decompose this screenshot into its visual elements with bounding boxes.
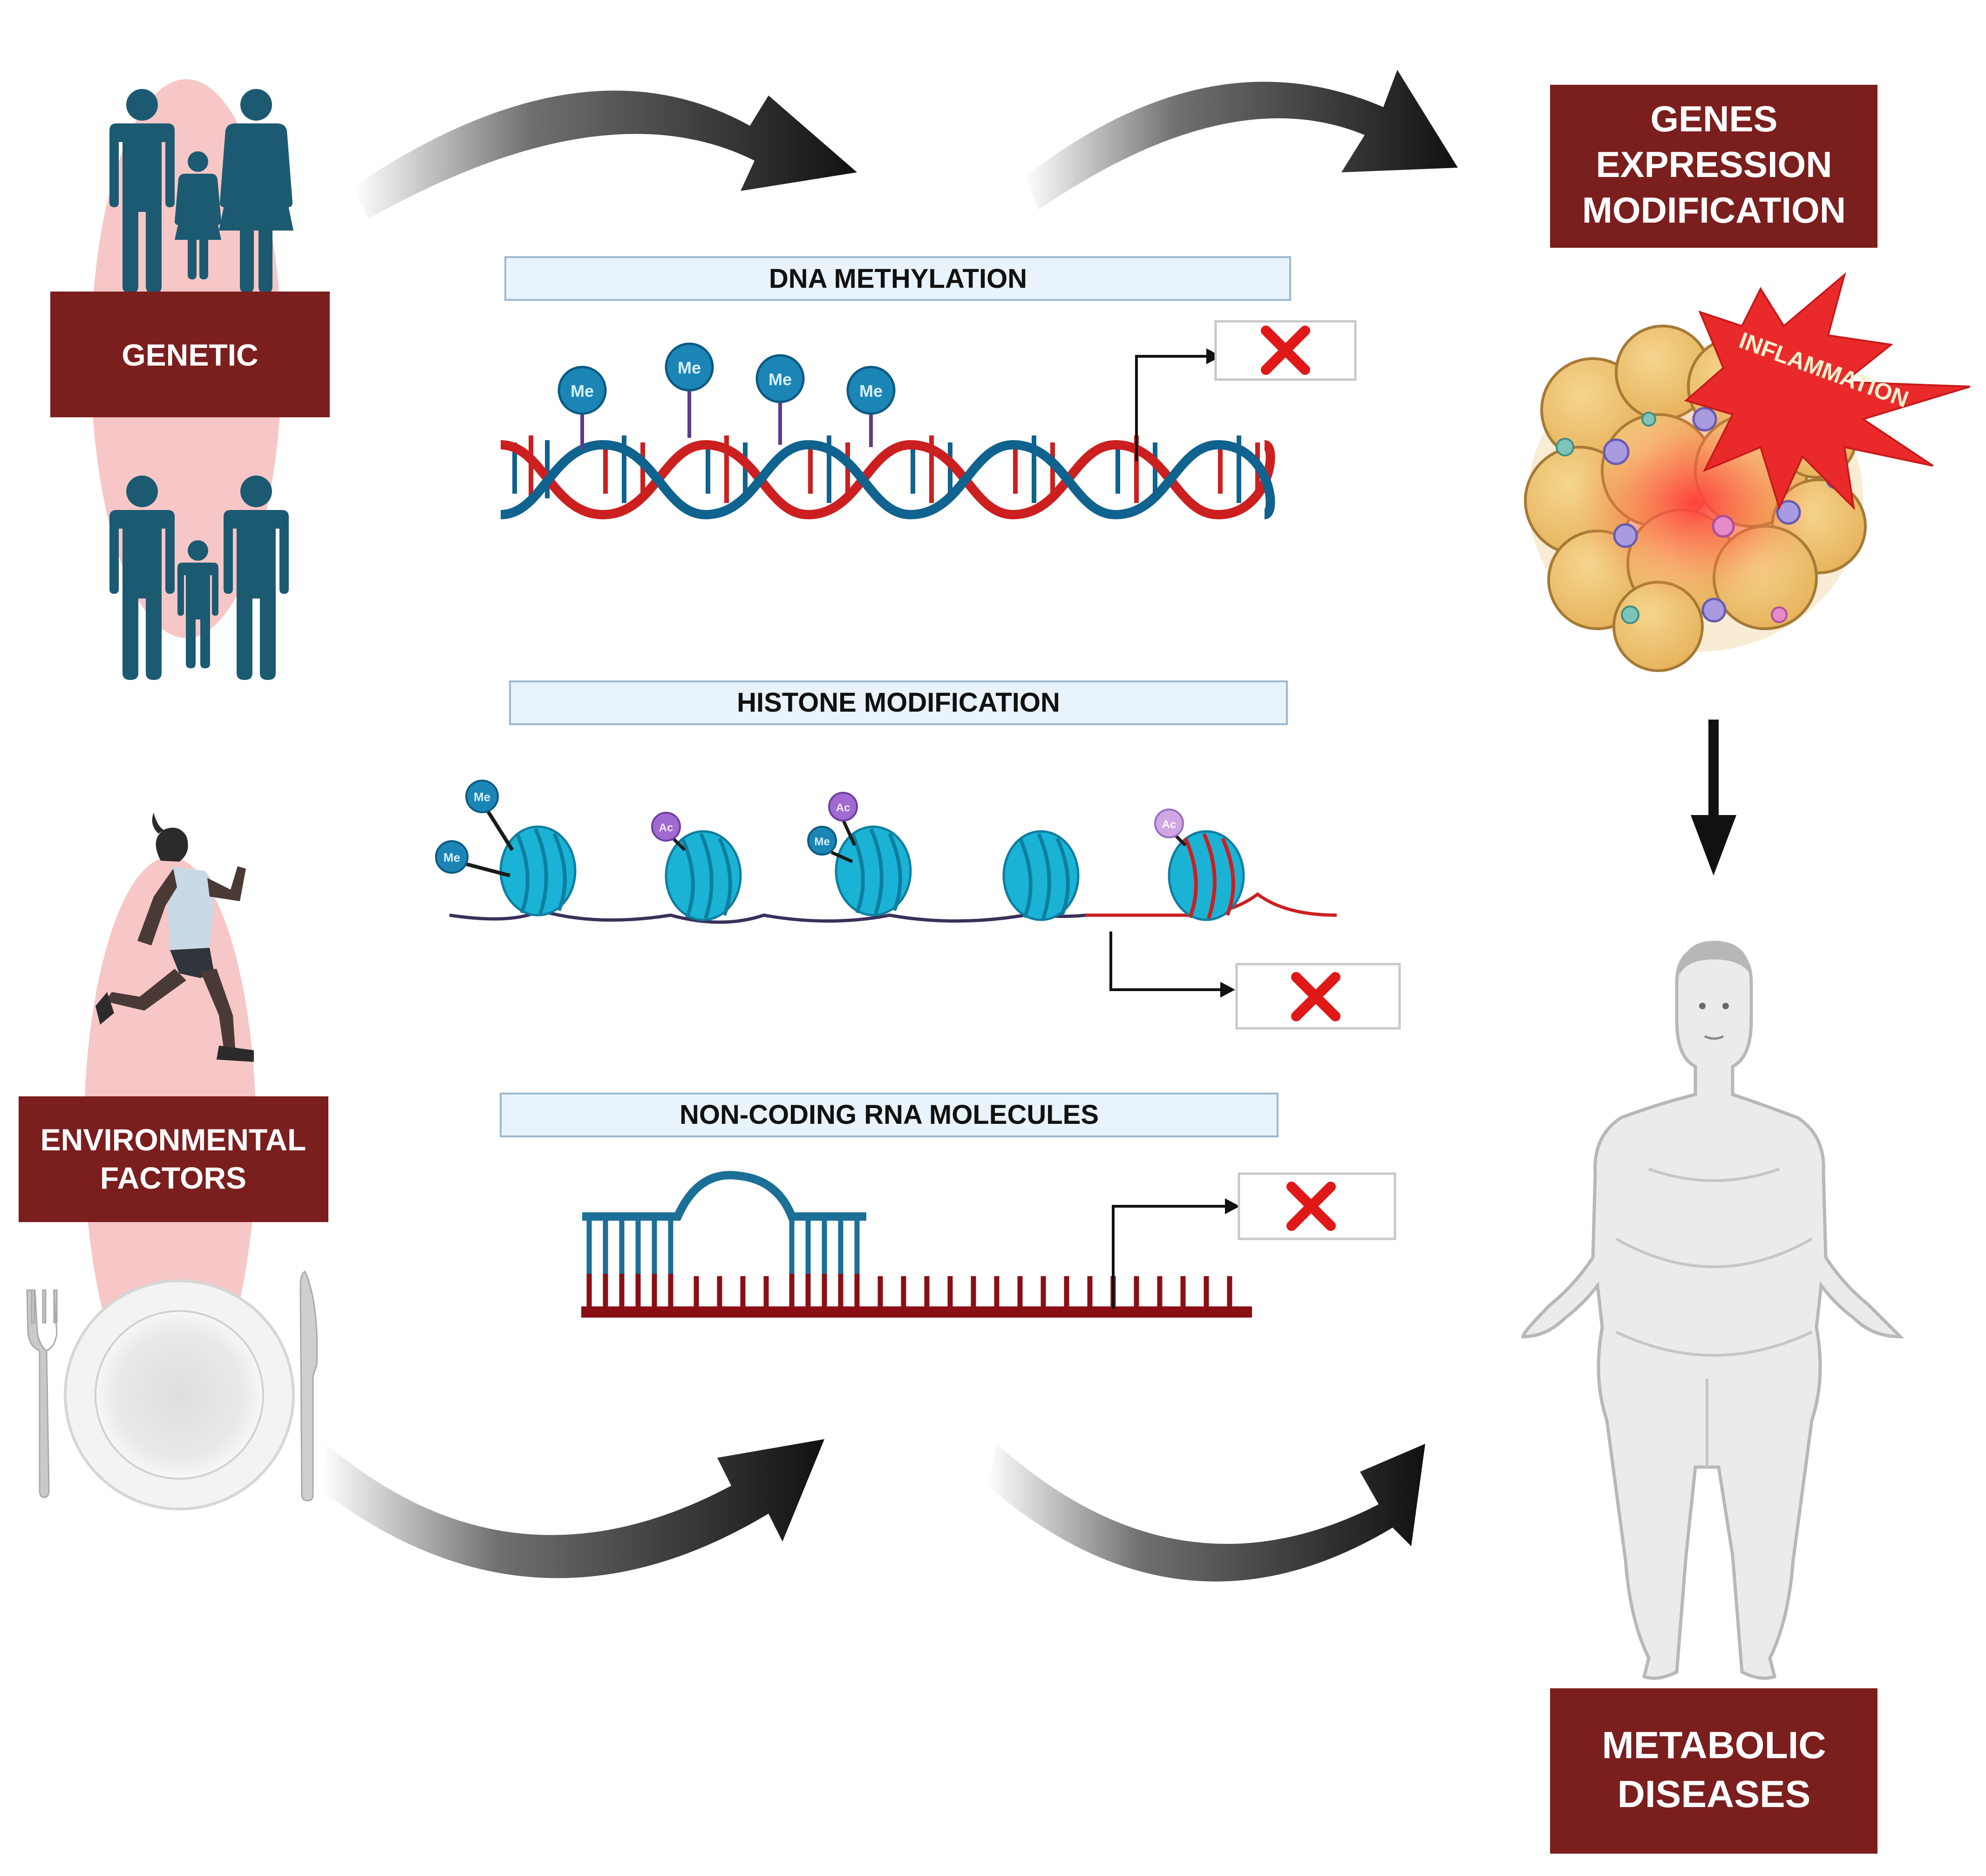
metabolic-diseases-section: METABOLIC DISEASES [1550, 1688, 1877, 1854]
genetic-label-box [50, 292, 330, 417]
ncrna-banner [500, 1093, 1279, 1137]
environmental-label-line1: ENVIRONMENTAL [41, 1122, 306, 1157]
transcription-blocked-arrow [1109, 931, 1401, 1030]
dna-methylation-banner [504, 256, 1291, 301]
metabolic-label-box [1550, 1688, 1877, 1854]
metabolic-label-line2: DISEASES [1618, 1773, 1811, 1815]
methyl-groups: Me Me Me Me [558, 342, 896, 449]
nucleosome: Me Me [435, 780, 577, 917]
genes-label-box [1550, 85, 1877, 248]
histone-modification-banner [509, 680, 1288, 725]
environmental-label-box [19, 1096, 328, 1222]
plate-icon [64, 1279, 295, 1510]
human-body-icon [1521, 941, 1904, 1680]
rna-duplex [581, 1171, 1252, 1318]
methyl-circle [755, 354, 805, 403]
knife-icon [299, 1270, 318, 1502]
histone-modification-panel: HISTONE MODIFICATION Me Me Ac [435, 680, 1401, 1030]
methyl-label: Me [678, 358, 701, 377]
methyl-label: Me [443, 850, 460, 864]
environmental-section: ENVIRONMENTAL FACTORS [19, 813, 328, 1510]
methyl-circle [665, 342, 714, 392]
dna-methylation-panel: DNA METHYLATION [500, 256, 1357, 520]
acetyl-label: Ac [659, 822, 673, 834]
fork-icon [26, 1289, 58, 1498]
acetyl-circle [828, 792, 858, 822]
acetyl-label: Ac [836, 802, 850, 814]
dna-methylation-title: DNA METHYLATION [769, 264, 1027, 294]
genetic-label: GENETIC [122, 338, 258, 372]
metabolic-label-line1: METABOLIC [1602, 1724, 1826, 1767]
methyl-circle [558, 366, 607, 415]
genes-label-line2: EXPRESSION [1596, 144, 1832, 185]
transcription-blocked-arrow [1112, 1172, 1396, 1309]
arrow-icon [987, 1444, 1425, 1582]
methyl-label: Me [814, 836, 830, 848]
methyl-circle [807, 826, 837, 856]
methyl-label: Me [571, 381, 594, 401]
arrow-icon [321, 1439, 824, 1578]
ncrna-title: NON-CODING RNA MOLECULES [680, 1100, 1099, 1130]
methyl-label: Me [859, 381, 883, 401]
nucleosome [1002, 830, 1080, 921]
acetyl-label: Ac [1162, 818, 1177, 831]
acetyl-circle [1154, 809, 1184, 838]
acetyl-circle [651, 812, 681, 842]
nucleosome: Ac [651, 812, 742, 921]
genetic-section: GENETIC [50, 79, 330, 680]
histone-modification-title: HISTONE MODIFICATION [737, 687, 1060, 718]
runner-icon [95, 813, 254, 1062]
arrow-icon [1025, 70, 1458, 210]
nucleosome: Ac [1154, 809, 1245, 921]
genes-label-line3: MODIFICATION [1582, 190, 1846, 231]
arrow-icon [1691, 720, 1736, 876]
methyl-circle [846, 366, 896, 415]
methyl-label: Me [474, 790, 490, 804]
genes-label-line1: GENES [1650, 98, 1777, 139]
environmental-label-line2: FACTORS [100, 1161, 246, 1195]
genes-expression-section: GENES EXPRESSION MODIFICATION [1524, 85, 1971, 672]
methyl-label: Me [769, 370, 792, 389]
arrow-icon [354, 90, 857, 219]
blocked-box [1214, 320, 1357, 381]
ncrna-panel: NON-CODING RNA MOLECULES [500, 1093, 1396, 1318]
transcription-blocked-arrow [1135, 320, 1357, 461]
nucleosome: Ac Me [807, 792, 912, 917]
dna-helix [500, 435, 1275, 520]
